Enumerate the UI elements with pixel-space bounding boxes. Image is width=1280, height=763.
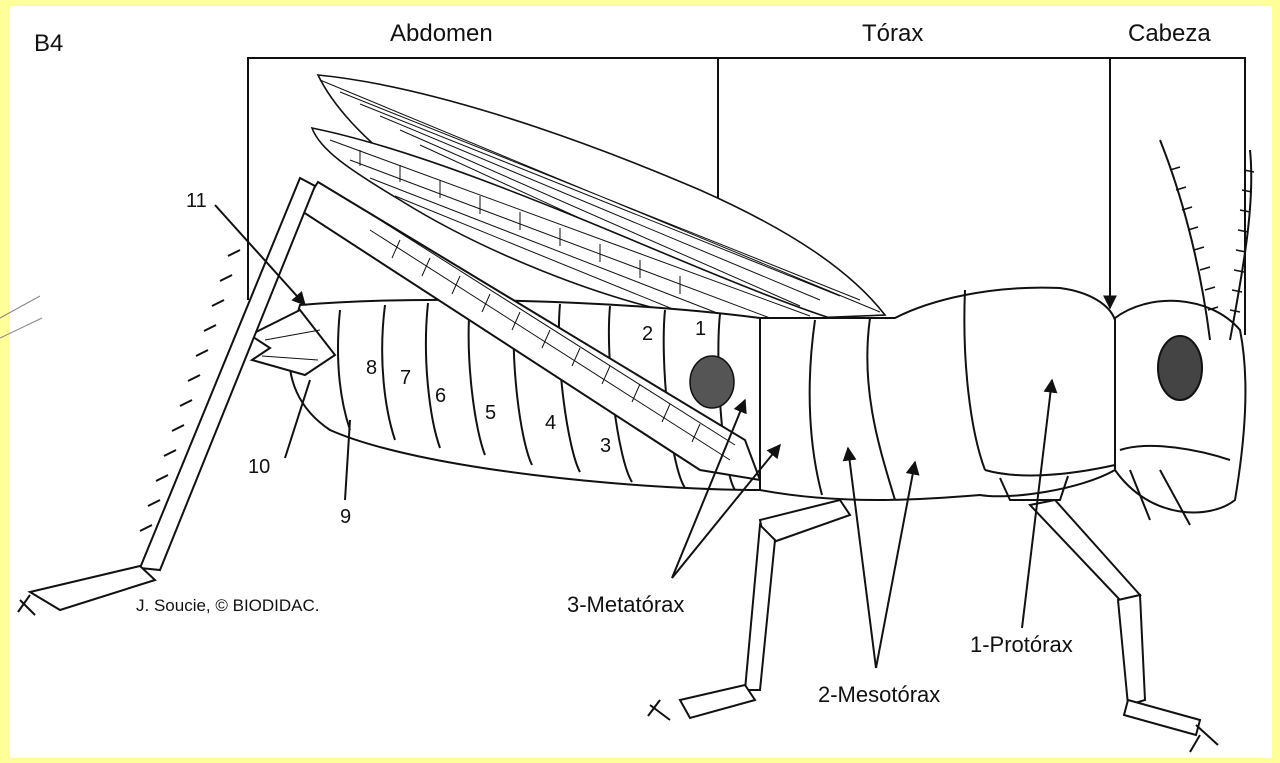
segment-label-1: 1 <box>695 318 706 341</box>
credit-text: J. Soucie, © BIODIDAC. <box>136 596 320 616</box>
region-label-torax: Tórax <box>862 20 923 48</box>
segment-label-10: 10 <box>248 456 270 479</box>
thorax-body <box>760 288 1115 500</box>
label-prothorax: 1-Protórax <box>970 632 1073 658</box>
edge-line <box>0 296 42 338</box>
hind-tibia <box>18 178 315 615</box>
front-leg <box>1030 500 1218 752</box>
segment-label-7: 7 <box>400 367 411 390</box>
segment-label-9: 9 <box>340 506 351 529</box>
segment-label-3: 3 <box>600 435 611 458</box>
region-label-abdomen: Abdomen <box>390 20 493 48</box>
label-mesothorax: 2-Mesotórax <box>818 682 940 708</box>
region-label-cabeza: Cabeza <box>1128 20 1211 48</box>
segment-label-5: 5 <box>485 402 496 425</box>
segment-label-11: 11 <box>186 190 207 213</box>
segment-label-4: 4 <box>545 412 556 435</box>
label-metathorax: 3-Metatórax <box>567 592 684 618</box>
head <box>1115 301 1245 525</box>
segment-label-6: 6 <box>435 385 446 408</box>
tympanum <box>690 356 734 408</box>
figure-id: B4 <box>34 30 63 58</box>
segment-label-8: 8 <box>366 357 377 380</box>
segment-label-2: 2 <box>642 323 653 346</box>
